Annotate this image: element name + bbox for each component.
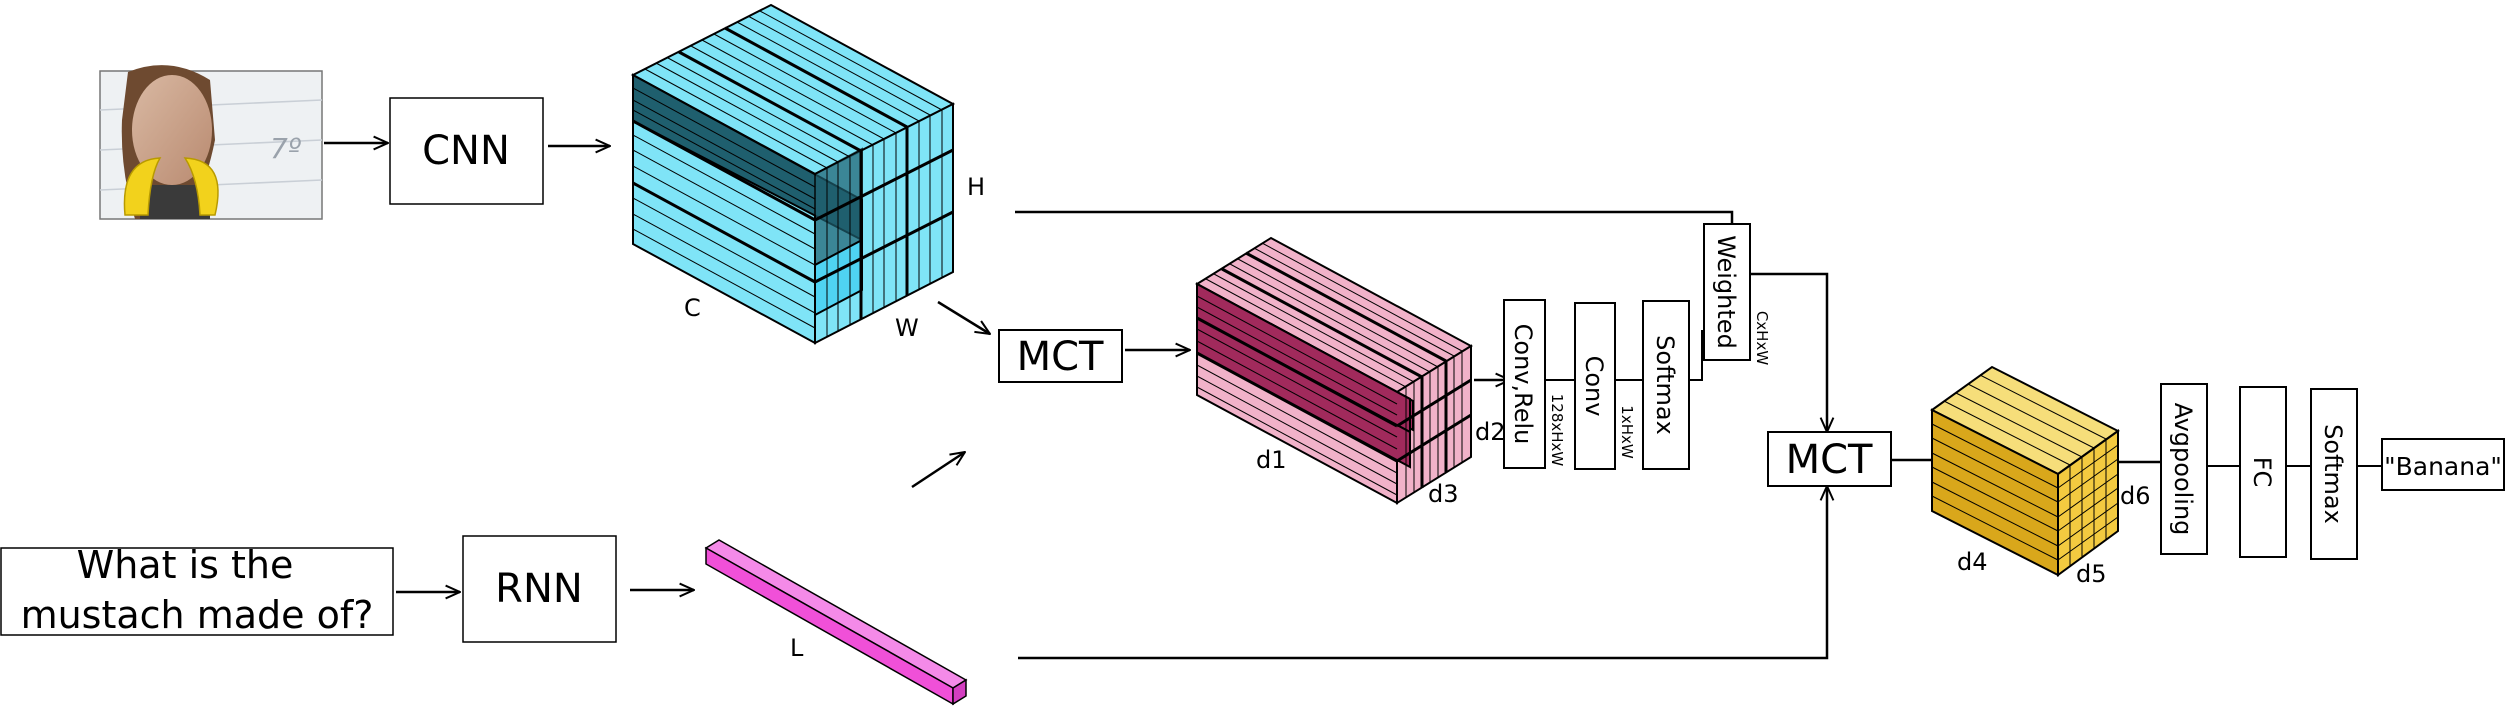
dim-d3-label: d3	[1428, 480, 1459, 508]
conv-label: Conv	[1580, 356, 1608, 417]
final-cube-grid	[1931, 374, 2119, 566]
dim-h-label: H	[967, 173, 985, 201]
conv-dims: 1xHxW	[1618, 405, 1636, 459]
tensor-to-weighted-line	[1015, 210, 1734, 224]
question-box	[0, 547, 394, 636]
dim-d6-label: d6	[2120, 482, 2151, 510]
softmax2-label: Softmax	[2319, 424, 2347, 524]
softmax-to-weighted-line	[1689, 330, 1703, 381]
rnn-box	[462, 535, 617, 643]
vector-to-mct2-arrow	[1018, 486, 1827, 660]
dim-d4-label: d4	[1957, 548, 1988, 576]
conv-relu-label: Conv,Relu	[1509, 324, 1537, 445]
answer-label: "Banana"	[2384, 452, 2502, 481]
avgpooling-label: Avgpooling	[2169, 403, 2197, 536]
dim-d5-label: d5	[2076, 560, 2107, 588]
fused-tensor-grid	[1196, 242, 1472, 497]
mct1-box	[998, 329, 1123, 383]
question-line-2: mustach made of?	[21, 593, 374, 637]
fc-box	[2239, 386, 2287, 558]
input-image: 7º	[99, 65, 323, 220]
question-line-1: What is the	[77, 543, 294, 587]
conv-relu-dims: 128xHxW	[1548, 394, 1566, 467]
weighted-box	[1703, 223, 1751, 361]
softmax1-box	[1642, 300, 1690, 470]
avgpooling-box	[2160, 383, 2208, 555]
cnn-tensor-grid	[632, 10, 954, 337]
mct2-label: MCT	[1786, 437, 1873, 483]
cnn-label: CNN	[422, 128, 510, 174]
dim-w-label: W	[895, 314, 919, 342]
conv-relu-box	[1503, 299, 1546, 469]
weighted-to-mct2-arrow	[1750, 272, 1827, 432]
tensor-to-mct1-arrow	[937, 300, 990, 334]
conv-box	[1574, 302, 1616, 470]
question-vector	[704, 539, 968, 706]
dim-c-label: C	[684, 294, 701, 322]
mct1-label: MCT	[1017, 334, 1104, 380]
dim-l-label: L	[790, 634, 804, 662]
photo-handwriting: 7º	[270, 132, 301, 165]
softmax2-box	[2310, 388, 2358, 560]
rnn-label: RNN	[495, 566, 583, 612]
softmax1-label: Softmax	[1651, 335, 1679, 435]
vector-to-mct1-arrow	[911, 452, 965, 489]
dim-d1-label: d1	[1256, 446, 1287, 474]
cnn-box	[389, 97, 544, 205]
answer-box	[2381, 438, 2505, 491]
dim-d2-label: d2	[1475, 418, 1506, 446]
weighted-dims: CxHxW	[1753, 311, 1771, 366]
weighted-label: Weighted	[1712, 235, 1740, 349]
fc-label: FC	[2248, 457, 2276, 488]
final-cube	[1930, 365, 2120, 577]
